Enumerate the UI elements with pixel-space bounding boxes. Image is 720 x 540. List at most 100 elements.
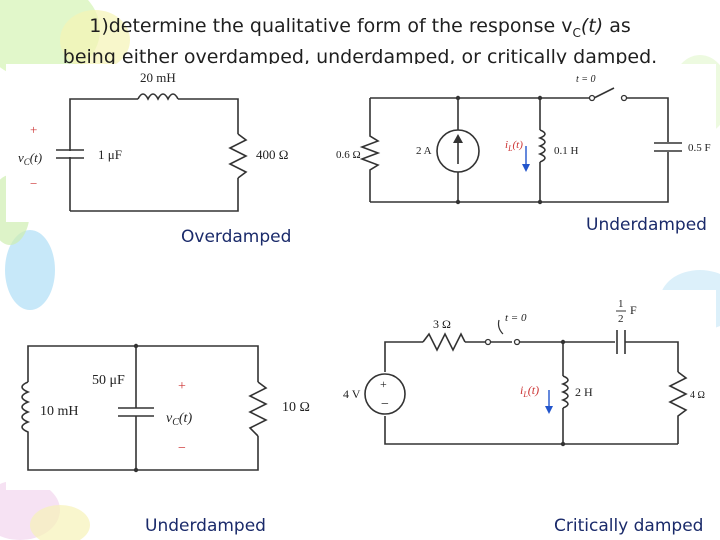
c4-inductor-symbol [560,375,569,409]
c3-inductor-label: 10 mH [40,404,79,419]
circuit-1-panel: 20 mH 1 μF 400 Ω + − vC(t) [6,64,312,222]
c2-node-1 [455,95,461,101]
c1-capacitor-label: 1 μF [98,147,122,162]
c1-inductor-label: 20 mH [140,70,176,85]
c1-top-wire-left [69,98,138,211]
c4-switch-contact-left [484,338,492,346]
c2-current-i: i [505,139,508,151]
c4-switch-contact-right [513,338,521,346]
c3-resistor-symbol [248,381,268,437]
c4-source-minus: − [381,397,389,412]
c2-inductor-label: 0.1 H [554,145,579,157]
title-line-1-suffix: as [603,15,631,37]
title-line-1: 1)determine the qualitative form of the … [0,14,720,45]
c2-resistor-label: 0.6 Ω [336,149,361,161]
circuit-1-diagram: 20 mH 1 μF 400 Ω + − vC(t) [18,70,288,212]
answer-circuit-1: Overdamped [181,227,292,247]
c4-resistor2-label: 4 Ω [690,390,705,401]
c3-minus-sign: − [178,441,186,456]
title-subscript: C [572,25,581,40]
c3-outer-wire [27,345,259,382]
c1-inductor-symbol [137,93,179,101]
c4-resistor-1 [422,332,466,352]
c4-left-top-wire [384,341,423,372]
c4-node-bottom [560,441,566,447]
c4-bottom-wire [384,416,678,445]
circuit-2-panel: 0.6 Ω 2 A iL(t) 0.1 H 0.5 F t = 0 [326,64,716,212]
c2-current-sub: L [507,144,513,153]
answer-circuit-4: Critically damped [554,516,704,536]
c4-node-top [560,339,566,345]
c2-left-resistor [359,98,381,202]
c3-inductor-symbol [21,381,31,436]
c4-current-arrowhead [545,406,553,414]
decor-blue-blob [5,230,55,310]
c1-resistor-label: 400 Ω [256,147,288,162]
c2-source-arrowhead [453,134,463,143]
c3-vc-v: v [166,411,173,426]
circuit-2-diagram: 0.6 Ω 2 A iL(t) 0.1 H 0.5 F t = 0 [336,74,711,205]
c3-node-top [133,343,139,349]
c2-inductor-symbol [537,129,546,163]
c4-current-t: (t) [528,383,539,397]
c4-cap-denominator: 2 [618,313,624,325]
circuit-3-panel: 50 μF 10 mH 10 Ω + − vC(t) [6,332,318,490]
c3-resistor-label: 10 Ω [282,400,310,415]
c3-plus-sign: + [178,379,186,394]
answer-circuit-3: Underdamped [145,516,266,536]
c3-vc-sub: C [172,417,179,428]
circuit-3-diagram: 50 μF 10 mH 10 Ω + − vC(t) [21,343,310,473]
c1-resistor-symbol [228,133,248,179]
c1-plus-sign: + [30,122,37,137]
c4-wire-after-cap [625,341,679,372]
c4-source-label: 4 V [343,387,361,401]
c1-bottom-wire [70,178,239,212]
c4-source-plus: + [380,377,387,391]
c3-vc-label: vC(t) [166,411,192,428]
c1-vc-label: vC(t) [18,150,42,167]
c1-minus-sign: − [30,176,37,191]
c4-switch-label: t = 0 [505,312,527,324]
circuit-4-panel: + − 3 Ω t = 0 1 2 F 4 V iL(t) 2 H 4 Ω [333,290,716,452]
c2-switch-pivot [588,94,596,102]
c2-bottom-wire [370,152,669,203]
c2-current-source [436,129,480,173]
c2-switch-label: t = 0 [576,74,596,85]
c4-cap-unit: F [630,303,637,317]
c4-resistor1-label: 3 Ω [433,317,451,331]
c1-vc-t: (t) [30,150,42,165]
title-line-1-prefix: 1)determine the qualitative form of the … [89,15,573,37]
title-line-2: being either overdamped, underdamped, or… [62,45,658,68]
answer-circuit-2: Underdamped [586,215,707,235]
c4-switch-arrow [497,319,504,335]
c2-node-2 [537,95,543,101]
c4-inductor-label: 2 H [575,385,593,399]
c2-switch-blade [593,87,615,99]
decor-yellow-blob-2 [30,505,90,540]
c2-current-t: (t) [513,139,524,151]
c4-current-i: i [520,383,523,397]
c1-top-wire-right [178,98,239,134]
circuit-4-diagram: + − 3 Ω t = 0 1 2 F 4 V iL(t) 2 H 4 Ω [343,298,705,447]
c3-vc-t: (t) [179,411,193,426]
decor-yellow-blob [60,10,130,70]
c2-switch-contact [620,94,628,102]
c4-cap-numerator: 1 [618,298,624,310]
c4-resistor-2 [668,371,688,444]
slide-title: 1)determine the qualitative form of the … [0,14,720,69]
c1-vc-v: v [18,150,24,165]
c3-bottom-wire [27,436,259,471]
c4-current-label: iL(t) [520,383,539,399]
c2-current-label: iL(t) [505,139,523,153]
c2-source-label: 2 A [416,145,432,157]
c4-current-sub: L [522,390,528,399]
c4-voltage-source [364,373,406,415]
c3-capacitor-label: 50 μF [92,373,125,388]
c2-node-4 [537,199,543,205]
c1-vc-sub: C [24,157,31,167]
c2-node-3 [455,199,461,205]
c2-top-wire-right [622,97,669,142]
title-variable: (t) [580,15,604,37]
c2-current-arrowhead [522,164,530,172]
c3-node-bottom [133,467,139,473]
